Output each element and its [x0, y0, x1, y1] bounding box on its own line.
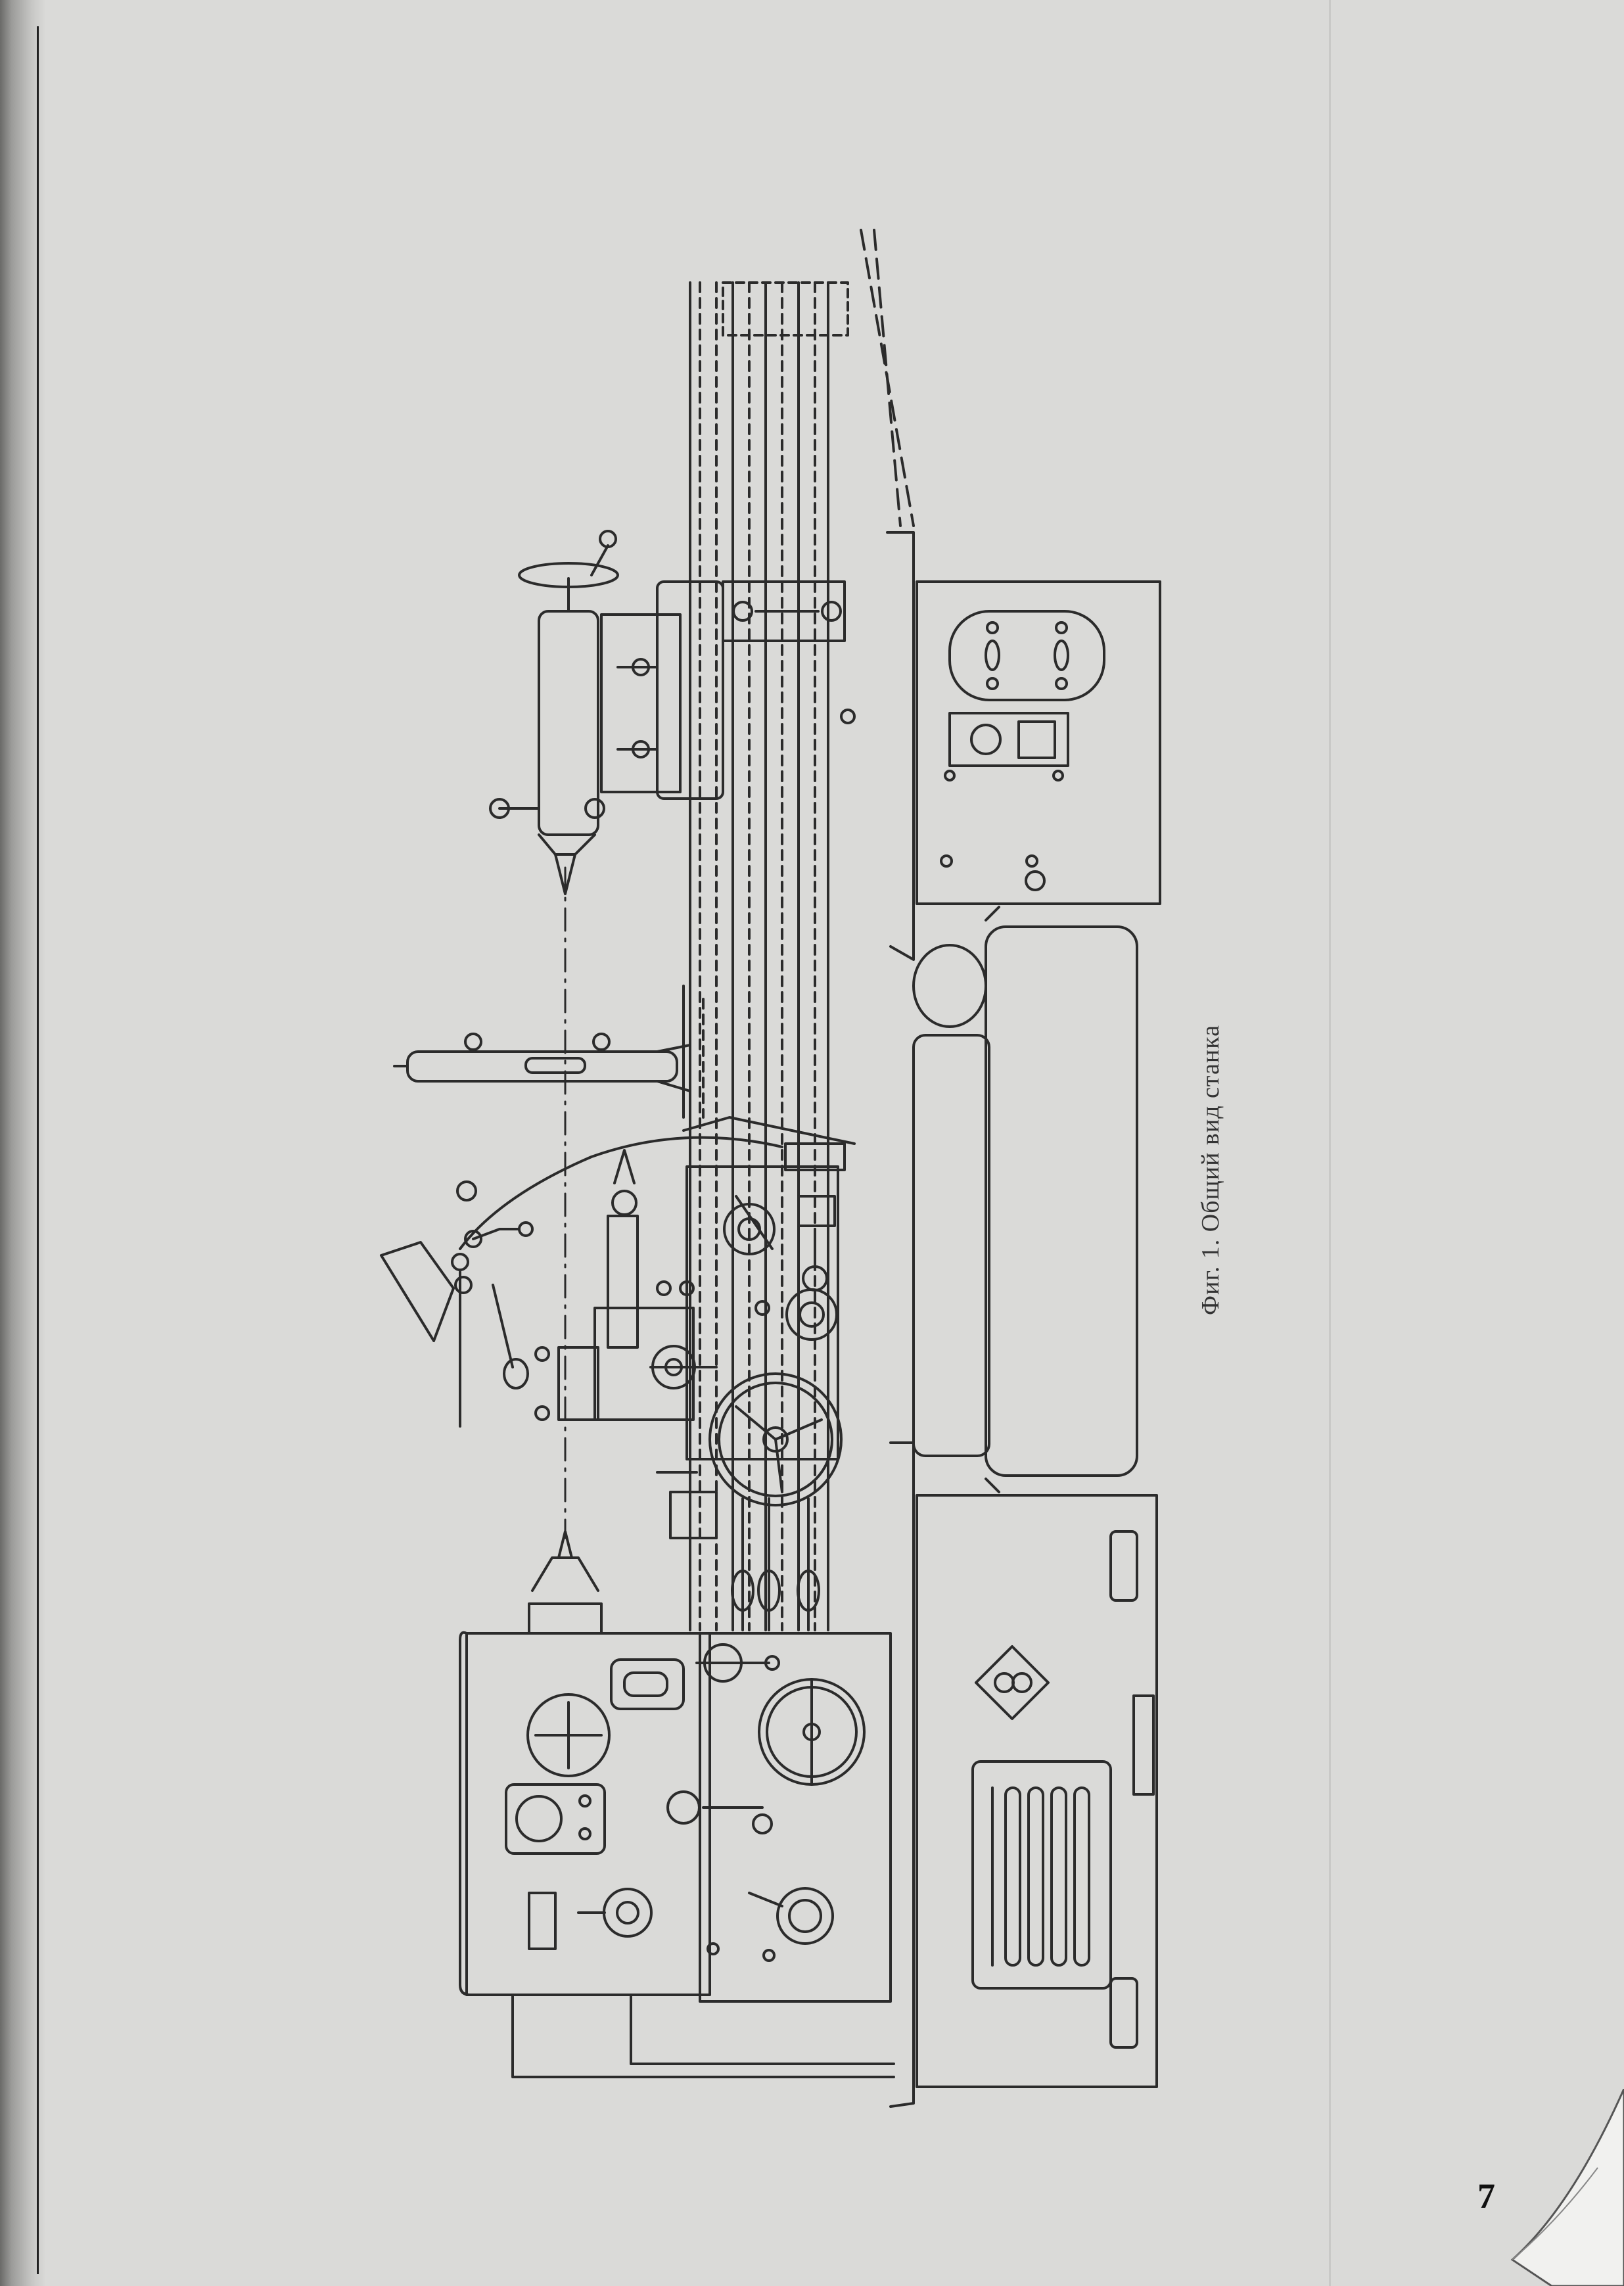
bed-end-bracket — [722, 580, 846, 642]
coolant-tank — [912, 906, 1138, 1493]
steady-rest — [393, 1033, 691, 1092]
page-corner-curl — [1510, 2089, 1624, 2286]
carriage-apron — [682, 1116, 856, 1631]
headstock — [459, 1530, 895, 2078]
work-lamp — [380, 1136, 783, 1428]
base-cabinet-bottom — [889, 1441, 1158, 2108]
page-number: 7 — [1477, 2176, 1495, 2216]
factory-emblem-icon — [975, 1645, 1050, 1720]
figure-caption: Фиг. 1. Общий вид станка — [1197, 1025, 1224, 1315]
binding-edge-line — [37, 26, 39, 2274]
bed-guideways — [689, 229, 915, 1631]
cross-slide-toolpost — [534, 1149, 718, 1539]
tailstock — [489, 530, 724, 895]
page-fold-line — [1329, 0, 1331, 2286]
misc-details — [682, 709, 856, 1119]
base-cabinet-top — [886, 531, 1161, 961]
